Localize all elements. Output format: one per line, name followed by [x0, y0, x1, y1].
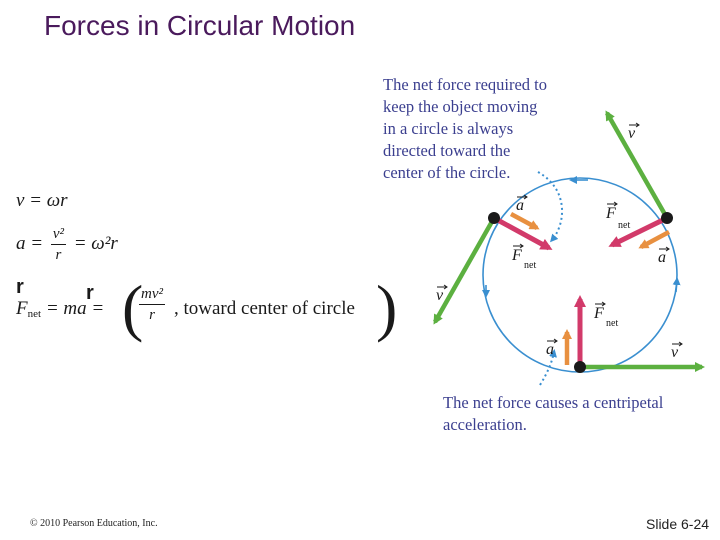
equation-net-force: Fnet = ma = — [16, 298, 104, 320]
acceleration-arrow-right — [638, 230, 671, 249]
label-a-right: a — [658, 249, 666, 266]
note-bottom-line: acceleration. — [443, 415, 527, 434]
left-parenthesis: ( — [122, 272, 144, 343]
label-v-bottom: v — [671, 344, 679, 361]
velocity-arrow-right — [605, 110, 669, 220]
object-dot-left — [488, 212, 500, 224]
equation-acceleration-lhs: a = — [16, 232, 44, 254]
note-top-line: keep the object moving — [383, 97, 538, 116]
object-dot-right — [661, 212, 673, 224]
note-net-force-direction: The net force required to keep the objec… — [383, 74, 547, 184]
note-centripetal: The net force causes a centripetal accel… — [443, 392, 663, 436]
note-top-line: in a circle is always — [383, 119, 514, 138]
label-f-left: F — [511, 247, 522, 264]
equation-net-force-tail: , toward center of circle — [174, 298, 355, 319]
force-arrow-left — [492, 215, 553, 251]
right-parenthesis: ) — [376, 272, 398, 343]
label-f-left-net: net — [524, 260, 536, 271]
label-v-right: v — [628, 125, 636, 142]
equation-acceleration-denominator: r — [55, 247, 62, 263]
equation-net-force-sub: net — [27, 308, 42, 320]
equation-acceleration: a = v² r = ω²r — [16, 224, 118, 265]
velocity-arrow-left — [433, 216, 496, 325]
label-a-left: a — [516, 197, 524, 214]
label-f-upper-net: net — [618, 220, 630, 231]
leader-line-top — [537, 171, 563, 243]
label-f-upper: F — [605, 205, 616, 222]
vector-mark-a: r — [86, 282, 94, 304]
note-top-line: directed toward the — [383, 141, 511, 160]
note-bottom-line: The net force causes a centripetal — [443, 393, 664, 412]
acceleration-arrow-left — [509, 212, 540, 230]
label-f-bottom: F — [593, 305, 604, 322]
equation-acceleration-numerator: v² — [50, 224, 66, 245]
note-top-line: center of the circle. — [383, 163, 511, 182]
equation-acceleration-fraction: v² r — [50, 224, 66, 265]
vector-overbars — [437, 122, 683, 347]
equation-net-force-f: F — [16, 298, 28, 319]
slide-number: Slide 6-24 — [646, 516, 710, 532]
object-dot-bottom — [574, 361, 586, 373]
vector-mark-f: r — [16, 276, 24, 298]
direction-arrow — [672, 277, 681, 293]
equation-acceleration-rhs: = ω²r — [73, 232, 118, 254]
label-v-left: v — [436, 287, 444, 304]
equation-net-force-mid: = ma = — [45, 298, 105, 319]
equation-net-force-denominator: r — [149, 307, 155, 323]
equation-velocity: v = ωr — [16, 190, 68, 211]
label-a-bottom: a — [546, 341, 554, 358]
slide-title: Forces in Circular Motion — [44, 10, 356, 41]
equation-net-force-numerator: mv² — [139, 284, 165, 305]
label-f-bottom-net: net — [606, 318, 618, 329]
equation-net-force-fraction: mv² r — [139, 284, 165, 325]
force-arrow-right — [608, 215, 669, 248]
note-top-line: The net force required to — [383, 75, 548, 94]
copyright-text: © 2010 Pearson Education, Inc. — [30, 518, 158, 529]
equation-net-force-fraction-wrap: mv² r — [136, 284, 168, 325]
